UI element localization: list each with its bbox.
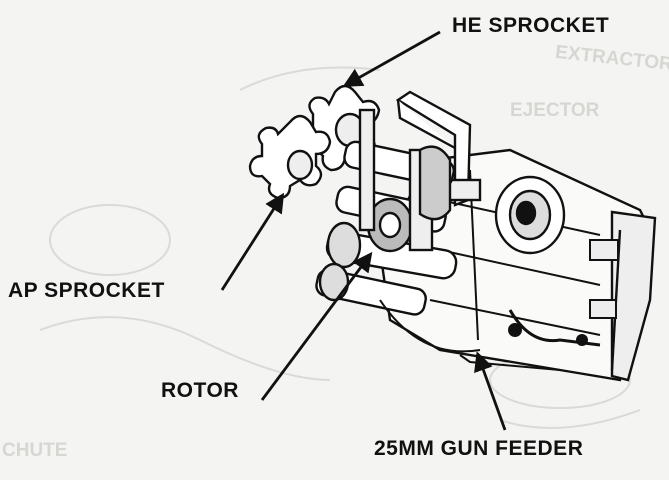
feeder-drum bbox=[494, 175, 566, 255]
ap-sprocket-label: AP SPROCKET bbox=[8, 279, 165, 302]
rotor-leader bbox=[260, 251, 373, 401]
rotor-label: ROTOR bbox=[161, 379, 239, 402]
gun-feeder-label: 25MM GUN FEEDER bbox=[374, 437, 584, 460]
he-sprocket-leader bbox=[342, 30, 441, 87]
rotor-assembly bbox=[315, 108, 458, 316]
ghost-chute-label: CHUTE bbox=[2, 440, 68, 461]
ap-sprocket-leader bbox=[220, 192, 285, 291]
he-sprocket-label: HE SPROCKET bbox=[452, 14, 610, 37]
ap-sprocket-shape bbox=[248, 114, 332, 200]
gun-feeder-leader bbox=[474, 351, 507, 431]
feeder-lower-details bbox=[379, 239, 619, 371]
leader-lines bbox=[220, 30, 507, 431]
ghost-ejector-label: EJECTOR bbox=[510, 100, 600, 121]
bleed-through-sketch bbox=[39, 66, 641, 429]
